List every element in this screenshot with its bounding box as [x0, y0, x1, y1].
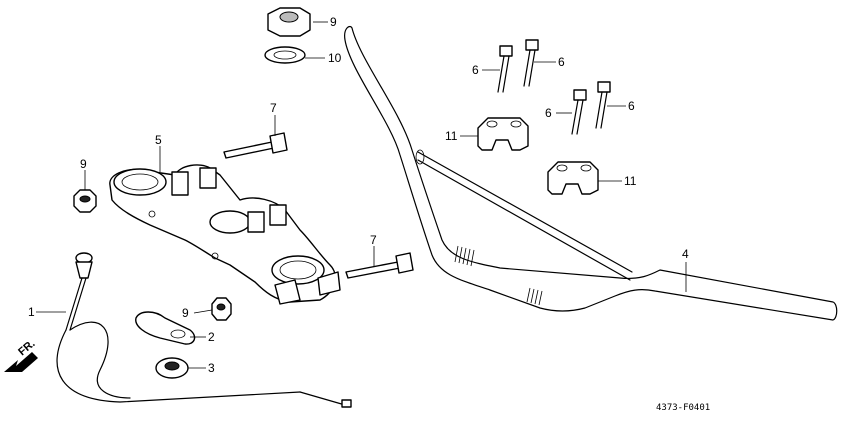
callout-9-upper: 9 — [80, 157, 87, 171]
handlebar-holder[interactable] — [109, 164, 341, 305]
callout-7-upper: 7 — [270, 101, 277, 115]
upper-holder-b[interactable] — [547, 161, 599, 195]
bolt-6-c[interactable] — [571, 89, 587, 135]
callout-6-c: 6 — [545, 106, 552, 120]
callout-2: 2 — [208, 330, 215, 344]
callout-9-lower: 9 — [182, 306, 189, 320]
cable-clamp[interactable] — [135, 311, 196, 345]
handlebar[interactable] — [344, 25, 838, 321]
grommet[interactable] — [155, 357, 189, 379]
bolt-6-a[interactable] — [497, 45, 513, 93]
callout-10: 10 — [328, 51, 342, 65]
bolt-6-b[interactable] — [523, 39, 539, 87]
callout-8: 9 — [330, 15, 337, 29]
callout-6-d: 6 — [628, 99, 635, 113]
bolt-6-d[interactable] — [595, 81, 611, 129]
callout-5: 5 — [155, 133, 162, 147]
upper-holder-a[interactable] — [477, 117, 529, 151]
diagram-code: 4373-F0401 — [656, 403, 710, 413]
leader-lines — [36, 21, 687, 369]
washer[interactable] — [264, 46, 306, 64]
choke-cable[interactable] — [56, 252, 352, 408]
callout-labels: 9 10 7 5 9 7 9 2 3 1 4 6 6 6 6 11 11 — [28, 15, 689, 375]
nut-left[interactable] — [73, 189, 97, 213]
bolt-lower[interactable] — [345, 252, 414, 279]
callout-11-b: 11 — [624, 174, 637, 188]
nut-top[interactable] — [267, 7, 311, 37]
callout-1: 1 — [28, 305, 35, 319]
callout-6-a: 6 — [472, 63, 479, 77]
nut-lower[interactable] — [211, 297, 232, 321]
callout-4: 4 — [682, 247, 689, 261]
front-arrow-icon — [4, 352, 38, 372]
callout-6-b: 6 — [558, 55, 565, 69]
callout-7-lower: 7 — [370, 233, 377, 247]
callout-3: 3 — [208, 361, 215, 375]
bolt-upper[interactable] — [223, 132, 288, 159]
callout-11-a: 11 — [445, 129, 458, 143]
